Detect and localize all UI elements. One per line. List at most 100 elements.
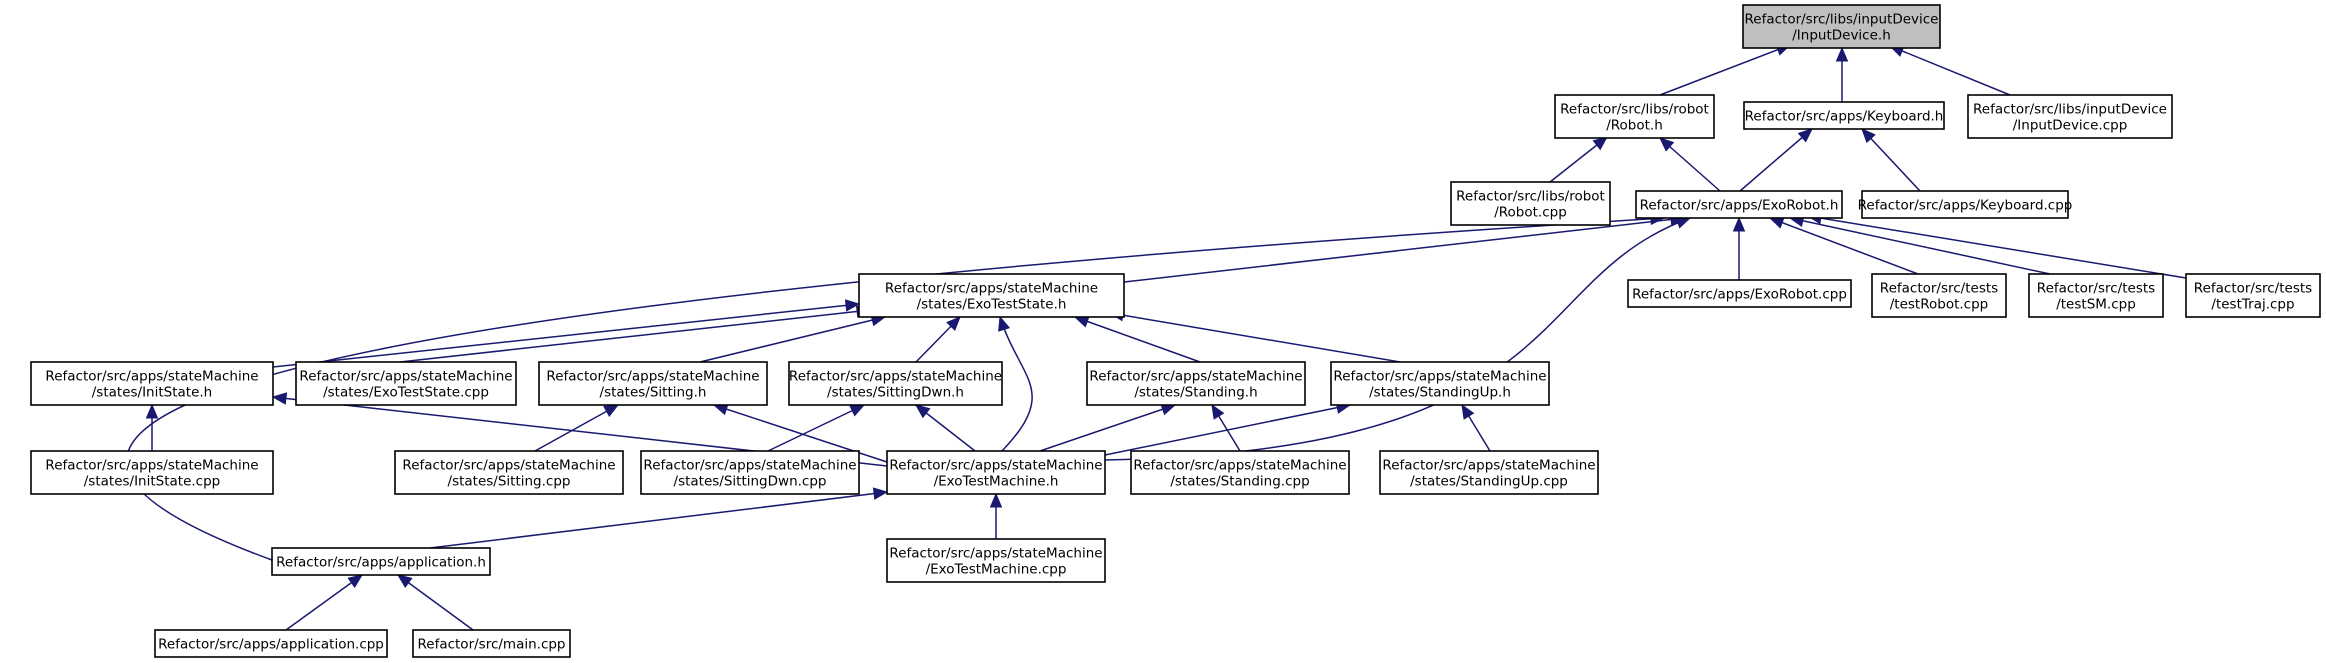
edge-inputdevice_cpp-to-inputdevice_h — [1888, 45, 2011, 96]
node-label-line: Refactor/src/apps/ExoRobot.h — [1640, 198, 1839, 214]
node-label-line: /states/InitState.cpp — [84, 474, 221, 490]
node-label-line: Refactor/src/apps/stateMachine — [643, 458, 856, 474]
node-box — [1871, 273, 2007, 318]
edge-line — [399, 309, 871, 363]
edge-sittingdwn_cpp-to-sittingdwn_h — [767, 404, 866, 452]
node-box — [1379, 450, 1599, 495]
node-box — [640, 450, 860, 495]
edge-arrowhead — [1861, 128, 1876, 144]
edge-arrowhead — [1659, 137, 1675, 152]
node-standing-h[interactable]: Refactor/src/apps/stateMachine/states/St… — [1086, 361, 1306, 406]
node-exotestmachine-h[interactable]: Refactor/src/apps/stateMachine/ExoTestMa… — [886, 450, 1106, 495]
edge-exotestmachine_h-to-exoteststate_h — [998, 315, 1033, 452]
node-label-line: /states/Sitting.h — [600, 385, 707, 401]
node-standingup-cpp[interactable]: Refactor/src/apps/stateMachine/states/St… — [1379, 450, 1599, 495]
edge-arrowhead — [1675, 216, 1692, 229]
edge-exoteststate_cpp-to-exoteststate_h — [399, 305, 872, 363]
node-robot-cpp[interactable]: Refactor/src/libs/robot/Robot.cpp — [1450, 181, 1611, 226]
node-box — [295, 361, 517, 406]
node-label-line: Refactor/src/apps/ExoRobot.cpp — [1632, 287, 1847, 303]
node-label-line: Refactor/src/apps/stateMachine — [889, 546, 1102, 562]
node-main-cpp[interactable]: Refactor/src/main.cpp — [412, 629, 571, 658]
node-sitting-h[interactable]: Refactor/src/apps/stateMachine/states/Si… — [538, 361, 768, 406]
node-label-line: /states/SittingDwn.cpp — [674, 474, 827, 490]
node-label-line: Refactor/src/main.cpp — [417, 637, 565, 653]
node-label-line: /states/StandingUp.cpp — [1410, 474, 1568, 490]
edge-line — [1104, 404, 1351, 456]
node-standing-cpp[interactable]: Refactor/src/apps/stateMachine/states/St… — [1130, 450, 1350, 495]
edge-exotestmachine_h-to-standing_h — [1039, 403, 1177, 452]
node-box — [30, 450, 274, 495]
edge-arrowhead — [946, 316, 961, 332]
node-box — [394, 450, 624, 495]
node-exorobot-cpp[interactable]: Refactor/src/apps/ExoRobot.cpp — [1627, 279, 1852, 308]
node-exoteststate-h[interactable]: Refactor/src/apps/stateMachine/states/Ex… — [858, 273, 1125, 318]
edge-robot_h-to-inputdevice_h — [1659, 44, 1792, 96]
node-label-line: Refactor/src/apps/stateMachine — [45, 458, 258, 474]
edge-arrowhead — [1211, 403, 1225, 420]
edge-exorobot_cpp-to-exorobot_h — [1732, 216, 1746, 280]
node-label-line: /ExoTestMachine.h — [934, 474, 1059, 490]
node-standingup-h[interactable]: Refactor/src/apps/stateMachine/states/St… — [1330, 361, 1550, 406]
node-sitting-cpp[interactable]: Refactor/src/apps/stateMachine/states/Si… — [394, 450, 624, 495]
node-box — [1861, 190, 2069, 219]
node-keyboard-cpp[interactable]: Refactor/src/apps/Keyboard.cpp — [1858, 190, 2073, 219]
node-box — [271, 547, 491, 576]
edge-line — [1739, 128, 1813, 192]
edge-line — [1123, 217, 1685, 283]
edge-standingup_cpp-to-standingup_h — [1461, 403, 1491, 452]
edge-arrowhead — [989, 492, 1003, 508]
node-inputdevice-cpp[interactable]: Refactor/src/libs/inputDevice/InputDevic… — [1967, 94, 2173, 139]
node-box — [1554, 94, 1715, 139]
nodes-layer: Refactor/src/libs/inputDevice/InputDevic… — [30, 4, 2321, 658]
node-initstate-cpp[interactable]: Refactor/src/apps/stateMachine/states/In… — [30, 450, 274, 495]
node-label-line: Refactor/src/tests — [2037, 281, 2155, 297]
node-application-h[interactable]: Refactor/src/apps/application.h — [271, 547, 491, 576]
node-label-line: /states/ExoTestState.h — [917, 297, 1067, 313]
node-robot-h[interactable]: Refactor/src/libs/robot/Robot.h — [1554, 94, 1715, 139]
node-label-line: Refactor/src/apps/Keyboard.h — [1745, 109, 1944, 125]
node-exoteststate-cpp[interactable]: Refactor/src/apps/stateMachine/states/Ex… — [295, 361, 517, 406]
node-application-cpp[interactable]: Refactor/src/apps/application.cpp — [154, 629, 388, 658]
node-label-line: Refactor/src/tests — [2194, 281, 2312, 297]
node-label-line: /testTraj.cpp — [2211, 297, 2294, 313]
node-testrobot-cpp[interactable]: Refactor/src/tests/testRobot.cpp — [1871, 273, 2007, 318]
node-box — [30, 361, 274, 406]
edge-line — [1039, 404, 1176, 452]
node-label-line: /InputDevice.h — [1792, 28, 1891, 44]
edge-arrowhead — [145, 403, 159, 419]
edge-sittingdwn_h-to-exoteststate_h — [915, 316, 961, 363]
node-exorobot-h[interactable]: Refactor/src/apps/ExoRobot.h — [1635, 190, 1843, 219]
node-label-line: /states/Standing.h — [1134, 385, 1257, 401]
node-box — [2185, 273, 2321, 318]
node-initstate-h[interactable]: Refactor/src/apps/stateMachine/states/In… — [30, 361, 274, 406]
edge-arrowhead — [1461, 403, 1475, 420]
node-testtraj-cpp[interactable]: Refactor/src/tests/testTraj.cpp — [2185, 273, 2321, 318]
edge-arrowhead — [1797, 128, 1813, 143]
node-label-line: Refactor/src/apps/stateMachine — [1333, 369, 1546, 385]
node-box — [1627, 279, 1852, 308]
edge-line — [1807, 215, 2187, 279]
edge-standingup_h-to-exoteststate_h — [1108, 309, 1401, 363]
edge-line — [999, 316, 1033, 452]
node-exotestmachine-cpp[interactable]: Refactor/src/apps/stateMachine/ExoTestMa… — [886, 538, 1106, 583]
edge-exotestmachine_cpp-to-exotestmachine_h — [989, 492, 1003, 539]
node-testsm-cpp[interactable]: Refactor/src/tests/testSM.cpp — [2028, 273, 2164, 318]
edge-robot_cpp-to-robot_h — [1549, 136, 1609, 183]
edge-exotestmachine_h-to-exorobot_h — [1104, 216, 1692, 461]
node-inputdevice-h[interactable]: Refactor/src/libs/inputDevice/InputDevic… — [1742, 4, 1941, 49]
edge-arrowhead — [844, 299, 861, 312]
edge-arrowhead — [603, 404, 620, 418]
node-box — [1743, 101, 1945, 130]
node-sittingdwn-h[interactable]: Refactor/src/apps/stateMachine/states/Si… — [788, 361, 1003, 406]
node-sittingdwn-cpp[interactable]: Refactor/src/apps/stateMachine/states/Si… — [640, 450, 860, 495]
node-label-line: /testRobot.cpp — [1890, 297, 1988, 313]
node-label-line: Refactor/src/apps/stateMachine — [1133, 458, 1346, 474]
edge-line — [767, 404, 865, 452]
edge-line — [1659, 44, 1791, 96]
node-keyboard-h[interactable]: Refactor/src/apps/Keyboard.h — [1743, 101, 1945, 130]
node-label-line: Refactor/src/libs/robot — [1560, 102, 1709, 118]
edge-testsm_cpp-to-exorobot_h — [1788, 214, 2051, 275]
node-label-line: Refactor/src/apps/stateMachine — [546, 369, 759, 385]
node-label-line: Refactor/src/apps/stateMachine — [299, 369, 512, 385]
